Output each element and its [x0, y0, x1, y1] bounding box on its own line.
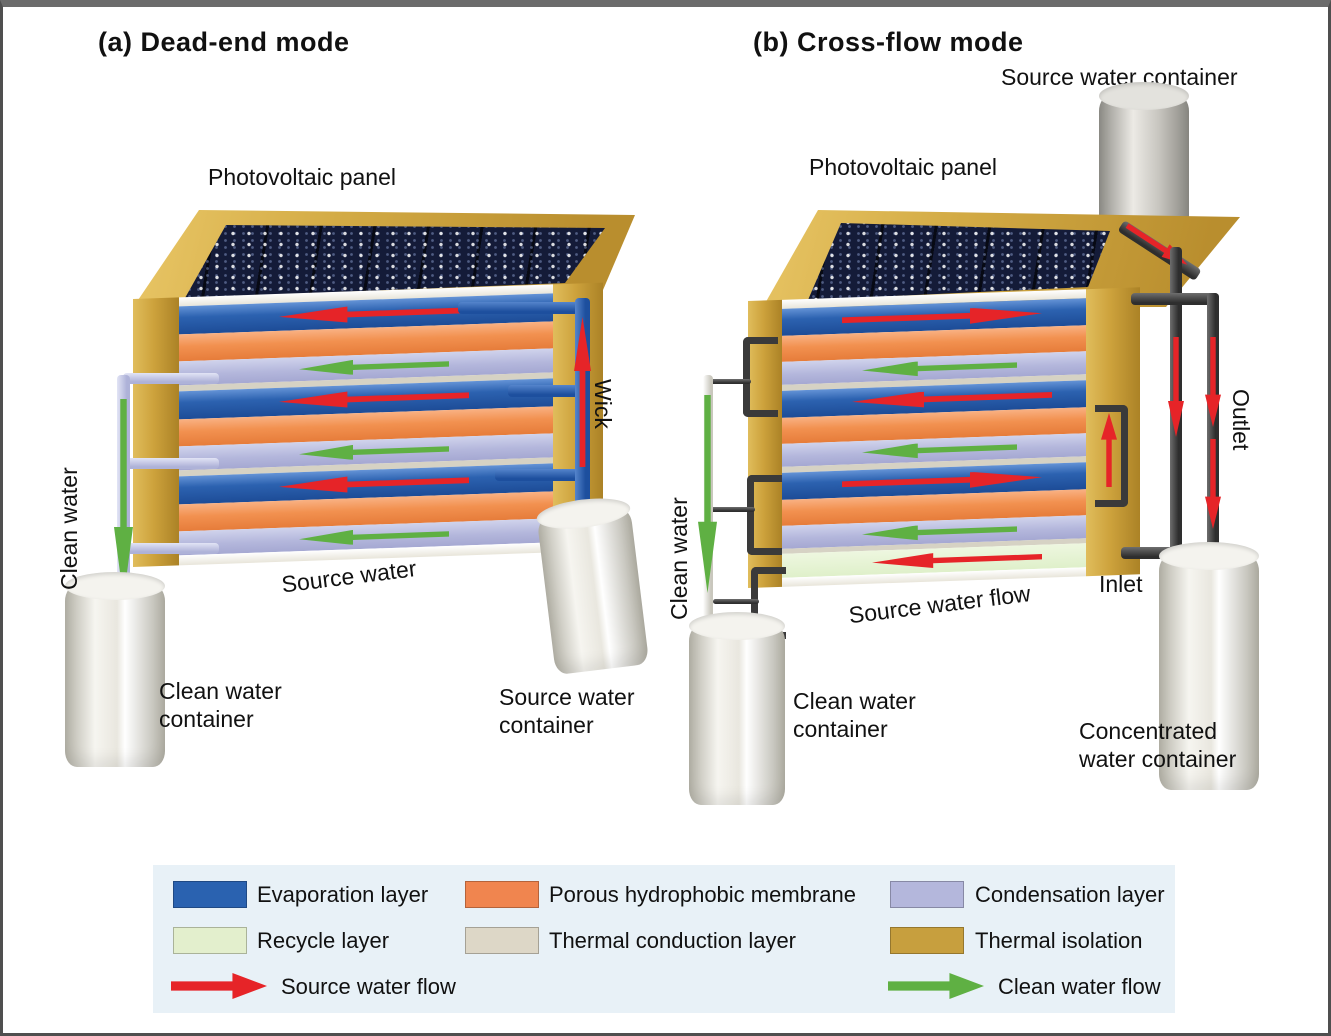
source-water-container [1099, 82, 1189, 235]
clean-water-connector [705, 379, 751, 384]
legend-label: Recycle layer [257, 928, 390, 953]
legend-swatch-evaporation [173, 881, 247, 908]
legend-swatch-isolation [890, 927, 964, 954]
legend-label: Source water flow [281, 974, 456, 999]
legend-swatch-conduction [465, 927, 539, 954]
panel-a-pv-module [113, 195, 653, 325]
panel-b-pv-module [728, 195, 1273, 327]
clean-water-flow-arrow [862, 358, 1017, 378]
clean-water-down-arrow [698, 395, 717, 593]
clean-water-flow-arrow [299, 526, 449, 546]
clean-water-flow-arrow [862, 440, 1017, 460]
panel-b-clean-water-container-label: Clean water container [793, 688, 916, 743]
legend-swatch-membrane [465, 881, 539, 908]
panel-a-photovoltaic-label: Photovoltaic panel [208, 164, 396, 190]
photovoltaic-panel [808, 223, 1110, 300]
panel-b-outlet-label: Outlet [1228, 389, 1255, 451]
source-water-flow-arrow [842, 305, 1042, 328]
panel-b-layers [782, 289, 1086, 587]
source-water-flow-arrow [842, 469, 1042, 492]
source-water-container [536, 506, 650, 676]
legend-label: Thermal isolation [975, 928, 1143, 953]
panel-a-layers [179, 284, 553, 566]
source-water-flow-arrow [279, 472, 469, 495]
legend: Evaporation layer Recycle layer Source w… [153, 865, 1175, 1013]
clean-water-flow-arrow [299, 441, 449, 461]
panel-b-title: (b) Cross-flow mode [753, 27, 1024, 57]
outlet-top-pipe [1131, 293, 1219, 305]
cross-flow-bracket [1095, 405, 1128, 507]
legend-label: Evaporation layer [257, 882, 429, 907]
cross-flow-bracket [743, 337, 778, 417]
panel-a-source-water-container-label: Source water container [499, 684, 635, 739]
cross-flow-bracket [747, 475, 782, 555]
legend-swatch-condensation [890, 881, 964, 908]
legend-source-water-flow-arrow [171, 973, 267, 999]
thermal-isolation-left [133, 297, 179, 567]
source-water-flow-arrow [852, 387, 1052, 410]
legend-label: Thermal conduction layer [549, 928, 797, 953]
legend-label: Clean water flow [998, 974, 1161, 999]
clean-water-container [65, 572, 165, 767]
clean-water-container [689, 612, 785, 805]
legend-label: Condensation layer [975, 882, 1165, 907]
wick-tube-middle [508, 385, 580, 397]
clean-water-tube-top [123, 373, 219, 384]
wick-tube-top [458, 302, 580, 314]
legend-swatch-recycle [173, 927, 247, 954]
clean-water-flow-arrow [299, 356, 449, 376]
panel-b-inlet-label: Inlet [1099, 571, 1143, 597]
panel-a-clean-water-container-label: Clean water container [159, 678, 282, 733]
clean-water-tube-middle [123, 458, 219, 469]
panel-b-concentrated-water-container-label: Concentrated water container [1079, 718, 1237, 773]
panel-a-wick-label: Wick [590, 379, 617, 429]
panel-a-clean-water-label: Clean water [56, 467, 82, 590]
clean-water-tube-bottom [123, 543, 219, 554]
concentrated-water-container [1159, 542, 1259, 790]
legend-label: Porous hydrophobic membrane [549, 882, 856, 907]
panel-a-title: (a) Dead-end mode [98, 27, 350, 57]
clean-water-flow-arrow [862, 522, 1017, 542]
panel-a-layer-stack [133, 282, 603, 567]
source-water-flow-arrow [279, 387, 469, 410]
source-water-flow-arrow [279, 302, 469, 325]
legend-clean-water-flow-arrow [888, 973, 984, 999]
panel-b-layer-stack [748, 287, 1140, 588]
clean-water-connector [709, 507, 755, 512]
panel-b-photovoltaic-label: Photovoltaic panel [809, 154, 997, 180]
clean-water-connector [713, 599, 759, 604]
panel-b-clean-water-label: Clean water [666, 497, 692, 620]
wick-tube-bottom [495, 469, 580, 481]
source-water-flow-arrow [872, 549, 1042, 570]
